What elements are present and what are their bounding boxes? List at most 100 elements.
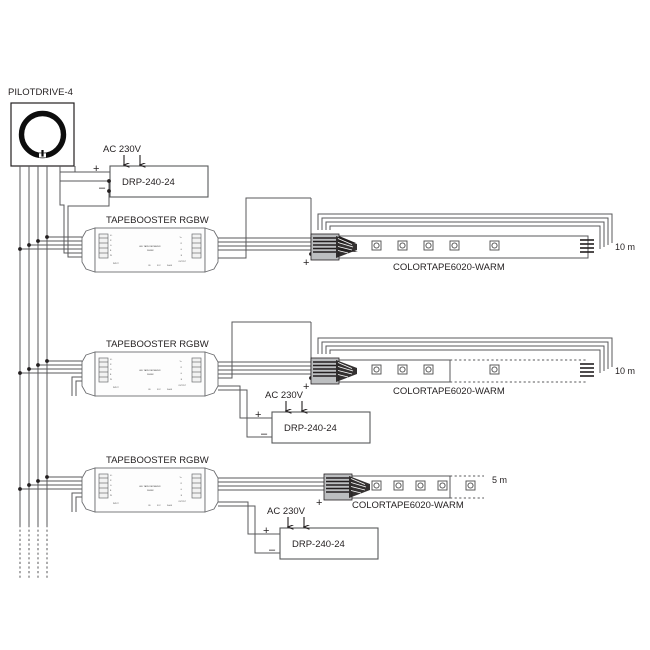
amp-2-pin-in-0: V+ bbox=[110, 359, 113, 361]
amplifier-1[interactable]: TAPEBOOSTER RGBW LED TAPE REPEATER RGBW … bbox=[81, 215, 219, 273]
amp-1-body-text-2: RGBW bbox=[147, 250, 154, 252]
amp-3-pin-in-0: V+ bbox=[110, 475, 113, 477]
amp-1-pin-in-3: B bbox=[110, 250, 112, 252]
amp-1-label: TAPEBOOSTER RGBW bbox=[106, 215, 209, 226]
tape-2-model: COLORTAPE6020-WARM bbox=[393, 386, 505, 397]
amp-2-input-wires bbox=[18, 359, 82, 396]
psu-1-model: DRP-240-24 bbox=[122, 177, 175, 188]
amp-3-body bbox=[94, 467, 206, 513]
amp-3-input-wires bbox=[18, 475, 82, 512]
psu-3-model: DRP-240-24 bbox=[292, 539, 345, 550]
amp-1-input-wires bbox=[18, 235, 82, 258]
amp-3-cert-fcc: FCC bbox=[157, 505, 162, 507]
amp-2-label: TAPEBOOSTER RGBW bbox=[106, 339, 209, 350]
tape-1-model: COLORTAPE6020-WARM bbox=[393, 262, 505, 273]
amp-1-pin-out-0: V+ bbox=[180, 237, 183, 239]
amp-2-cert-rohs: RoHS bbox=[167, 389, 173, 391]
amp-1-pin-in-2: G bbox=[110, 245, 112, 247]
tape-2[interactable]: + COLORTAPE6020-WARM 10 m bbox=[303, 337, 635, 397]
psu-3-body bbox=[279, 527, 379, 560]
amp-3-terminal-in bbox=[98, 473, 109, 499]
amp-3-pin-in-4: W bbox=[110, 495, 112, 497]
tape-3-plus: + bbox=[316, 497, 322, 509]
amp-3-label: TAPEBOOSTER RGBW bbox=[106, 455, 209, 466]
psu-2-body bbox=[271, 411, 371, 444]
amp-2-cert-ce: CE bbox=[148, 389, 151, 391]
amp-2-cert-fcc: FCC bbox=[157, 389, 162, 391]
psu-2-model: DRP-240-24 bbox=[284, 423, 337, 434]
amp-3-output-wires bbox=[218, 477, 324, 491]
amp-3-body-text-1: LED TAPE REPEATER bbox=[139, 485, 161, 488]
power-supply-3[interactable]: DRP-240-24 AC 230V + – bbox=[263, 506, 379, 560]
tape-1[interactable]: + COLORTAPE6020-WARM 10 m bbox=[303, 213, 635, 273]
psu-3-plus: + bbox=[263, 525, 269, 537]
amp-3-cert-rohs: RoHS bbox=[167, 505, 173, 507]
control-bus-left bbox=[19, 166, 48, 578]
psu-1-minus: – bbox=[99, 182, 106, 194]
tape-1-length: 10 m bbox=[615, 242, 635, 252]
psu-3-dc-wires bbox=[218, 501, 280, 554]
controller-pilotdrive-4[interactable]: PILOTDRIVE-4 bbox=[8, 87, 75, 167]
amp-3-gland-right bbox=[204, 467, 219, 513]
amp-1-pin-in-4: W bbox=[110, 255, 112, 257]
psu-1-plus: + bbox=[93, 163, 99, 175]
amp-3-pin-in-2: G bbox=[110, 485, 112, 487]
psu-2-plus: + bbox=[255, 409, 261, 421]
amp-3-terminal-out bbox=[191, 473, 202, 499]
amp-2-body bbox=[94, 351, 206, 397]
amp-2-pin-out-2: G bbox=[181, 373, 183, 375]
amp-2-body-text-2: RGBW bbox=[147, 374, 154, 376]
amplifier-2[interactable]: TAPEBOOSTER RGBW LED TAPE REPEATER RGBW … bbox=[81, 339, 219, 397]
rotary-dial-ring-icon bbox=[18, 110, 67, 159]
amp-3-in-label: INPUT bbox=[113, 503, 120, 505]
amp-2-gland-left bbox=[81, 351, 96, 397]
amp-2-body-text-1: LED TAPE REPEATER bbox=[139, 369, 161, 372]
amp-1-pin-out-1: R bbox=[181, 243, 183, 245]
amp-1-body bbox=[94, 227, 206, 273]
tape-2-plus: + bbox=[303, 381, 309, 393]
amp-2-pin-in-4: W bbox=[110, 379, 112, 381]
amp-2-pin-out-3: B bbox=[181, 379, 183, 381]
amp-2-terminal-out bbox=[191, 357, 202, 383]
power-supply-2[interactable]: DRP-240-24 AC 230V + – bbox=[255, 390, 371, 444]
psu-1-body bbox=[109, 165, 209, 198]
controller-label: PILOTDRIVE-4 bbox=[8, 87, 73, 98]
amp-3-pin-out-0: V+ bbox=[180, 477, 183, 479]
amp-2-pin-in-3: B bbox=[110, 374, 112, 376]
tape-3-length: 5 m bbox=[492, 475, 507, 485]
tape-1-end-terminal bbox=[580, 239, 594, 253]
amp-1-output-wires bbox=[218, 197, 313, 259]
amp-1-pin-out-2: G bbox=[181, 249, 183, 251]
amp-1-cert-ce: CE bbox=[148, 265, 151, 267]
amp-3-pin-out-3: B bbox=[181, 495, 183, 497]
amp-3-pin-in-1: R bbox=[110, 480, 112, 482]
amp-3-out-label: OUTPUT bbox=[178, 501, 187, 503]
amp-1-cert-fcc: FCC bbox=[157, 265, 162, 267]
tape-3[interactable]: + COLORTAPE6020-WARM 5 m bbox=[316, 473, 507, 511]
psu-1-dc-wires bbox=[59, 166, 111, 243]
amp-3-cert-ce: CE bbox=[148, 505, 151, 507]
psu-2-mains-label: AC 230V bbox=[265, 390, 304, 401]
amp-1-out-label: OUTPUT bbox=[178, 261, 187, 263]
amp-2-in-label: INPUT bbox=[113, 387, 120, 389]
psu-3-mains-label: AC 230V bbox=[267, 506, 306, 517]
tape-2-length: 10 m bbox=[615, 366, 635, 376]
tape-2-leds bbox=[371, 364, 500, 375]
amp-2-output-wires bbox=[218, 321, 313, 380]
amp-3-pin-in-3: B bbox=[110, 490, 112, 492]
tape-1-plus: + bbox=[303, 257, 309, 269]
psu-2-minus: – bbox=[261, 428, 268, 440]
amplifier-3[interactable]: TAPEBOOSTER RGBW LED TAPE REPEATER RGBW … bbox=[81, 455, 219, 513]
amp-2-gland-right bbox=[204, 351, 219, 397]
amp-1-pin-in-0: V+ bbox=[110, 235, 113, 237]
amp-3-pin-out-1: R bbox=[181, 483, 183, 485]
amp-2-pin-out-1: R bbox=[181, 367, 183, 369]
amp-1-terminal-out bbox=[191, 233, 202, 259]
tape-2-end-terminal bbox=[580, 363, 594, 377]
power-supply-1[interactable]: DRP-240-24 AC 230V + – bbox=[93, 144, 209, 198]
tape-3-model: COLORTAPE6020-WARM bbox=[352, 500, 464, 511]
amp-2-pin-in-1: R bbox=[110, 364, 112, 366]
amp-1-pin-out-3: B bbox=[181, 255, 183, 257]
